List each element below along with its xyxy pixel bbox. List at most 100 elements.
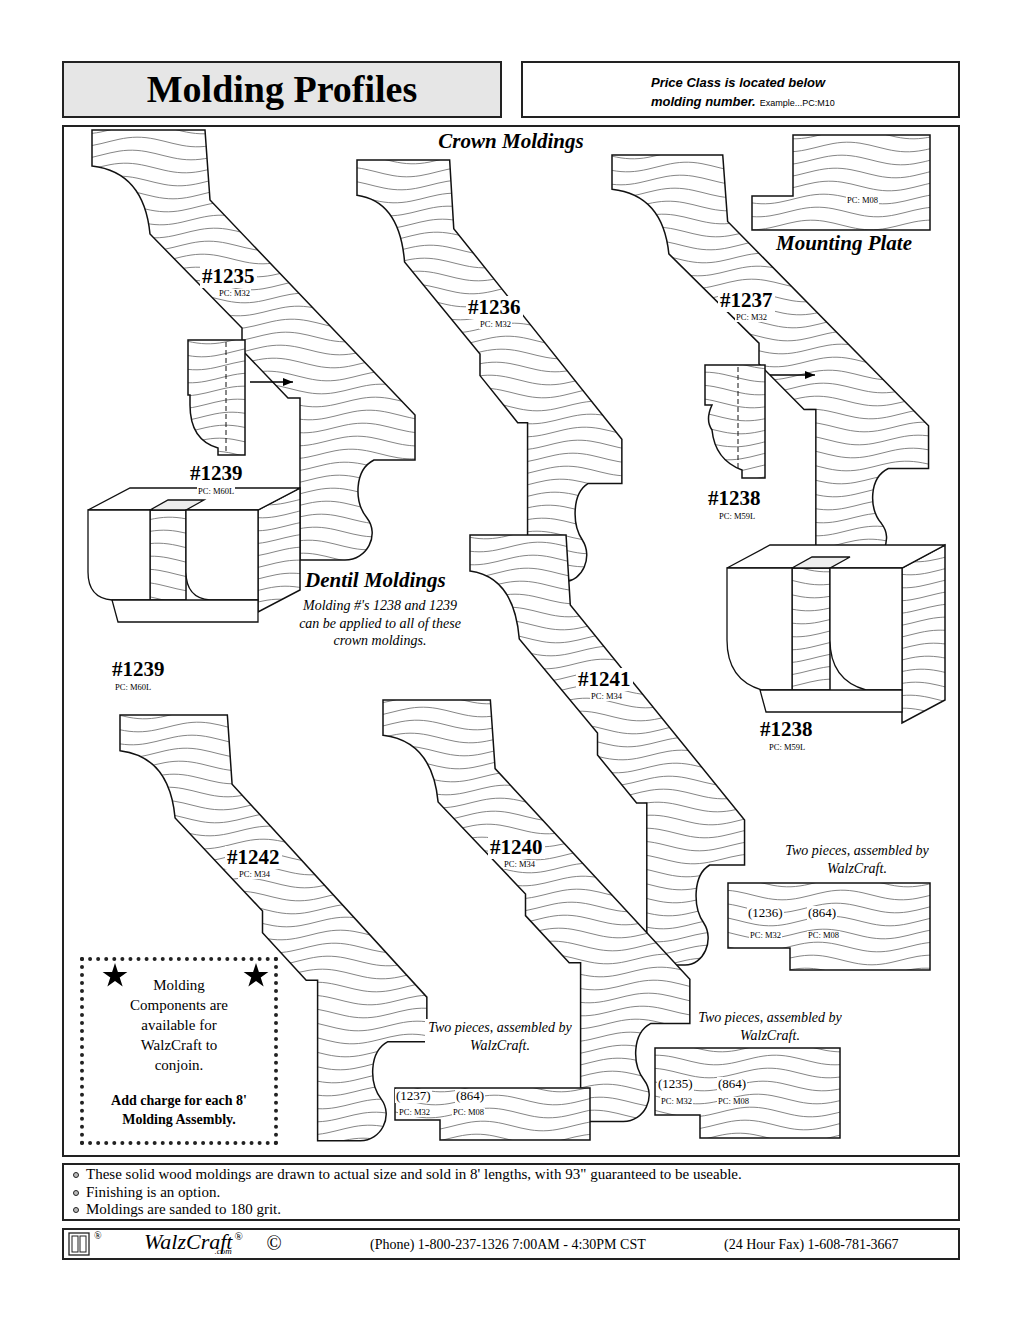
- footer-bar: ®WalzCraft®.com©(Phone) 1-800-237-1326 7…: [62, 1228, 960, 1260]
- profile-outline: [728, 883, 930, 970]
- dashed-line: [226, 342, 227, 453]
- grain-line: [374, 785, 698, 795]
- profile-fill: [395, 1088, 590, 1140]
- grain-line: [83, 306, 416, 316]
- grain-line: [696, 440, 768, 447]
- annotation: Molding #'s 1238 and 1239 can be applied…: [297, 597, 463, 650]
- profile-fill: [120, 715, 427, 1141]
- grain-line: [743, 142, 932, 152]
- profile-outline: [383, 700, 690, 1121]
- grain-line: [374, 798, 698, 808]
- slot-top: [792, 557, 850, 568]
- grain-line: [696, 412, 768, 421]
- grain-line: [111, 813, 435, 823]
- note-line: Moldings are sanded to 180 grit.: [86, 1201, 950, 1219]
- grain-line: [374, 876, 698, 886]
- grain-line: [719, 890, 935, 900]
- grain-line: [83, 150, 416, 160]
- grain-line: [348, 453, 627, 463]
- grain-line: [374, 980, 698, 990]
- grain-line: [374, 759, 698, 769]
- grain-line: [374, 720, 698, 730]
- grain-line: [83, 332, 416, 342]
- registered-mark: ®: [234, 1230, 242, 1242]
- price-class: PC: M32: [749, 931, 782, 940]
- grain-line: [83, 423, 416, 433]
- molding-number: #1240: [488, 836, 545, 859]
- grain-line: [83, 475, 416, 485]
- page-title: Molding Profiles: [147, 69, 418, 111]
- profile-outline: [395, 1088, 590, 1140]
- grain-line: [603, 279, 936, 289]
- grain-line: [179, 425, 251, 434]
- grain-line: [696, 372, 768, 382]
- grain-line: [348, 362, 627, 372]
- wood-grain: [111, 696, 435, 1148]
- dashed-line: [738, 367, 739, 468]
- grain-line: [461, 750, 749, 760]
- grain-line: [603, 266, 936, 276]
- grain-line: [461, 633, 749, 643]
- profile-outline: [120, 715, 427, 1141]
- price-class: PC: M08: [807, 931, 840, 940]
- profile-outline: [792, 568, 830, 690]
- grain-line: [348, 336, 627, 346]
- grain-line: [603, 344, 936, 354]
- molding-number: #1236: [466, 296, 523, 319]
- grain-line: [374, 1006, 698, 1016]
- star-symbol: [103, 963, 128, 987]
- dentil-profile: [179, 324, 251, 458]
- grain-line: [348, 167, 627, 177]
- grain-line: [374, 941, 698, 951]
- crown-profile: [111, 696, 435, 1148]
- wood-grain: [646, 1029, 844, 1156]
- grain-line: [893, 530, 947, 536]
- grain-line: [83, 397, 416, 407]
- grain-line: [348, 284, 627, 294]
- grain-line: [374, 733, 698, 743]
- grain-line: [603, 409, 936, 419]
- panel-heading: Crown Moldings: [438, 129, 583, 154]
- grain-line: [743, 207, 932, 217]
- dentil-face: [88, 510, 150, 600]
- price-class: PC: M34: [590, 692, 623, 701]
- grain-line: [461, 529, 749, 539]
- crown-profile: [348, 141, 627, 593]
- wood-grain: [179, 324, 251, 458]
- grain-line: [719, 955, 935, 965]
- profile-outline: [150, 510, 186, 600]
- grain-line: [743, 168, 932, 178]
- grain-line: [696, 346, 768, 355]
- grain-line: [348, 466, 627, 476]
- grain-line: [83, 410, 416, 420]
- note-line: Finishing is an option.: [86, 1184, 950, 1202]
- bullet: [73, 1190, 79, 1196]
- grain-line: [111, 1073, 435, 1083]
- grain-line: [374, 954, 698, 964]
- molding-number: #1235: [200, 265, 257, 288]
- price-class: PC: M32: [218, 289, 251, 298]
- grain-line: [696, 398, 768, 408]
- price-class: PC: M32: [398, 1108, 431, 1117]
- grain-line: [646, 1146, 844, 1156]
- drawing-panel: Crown MoldingsMolding Components are ava…: [62, 125, 960, 1157]
- grain-line: [83, 384, 416, 394]
- profile-fill: [705, 365, 765, 478]
- phone-line: (Phone) 1-800-237-1326 7:00AM - 4:30PM C…: [370, 1237, 646, 1252]
- grain-line: [719, 877, 935, 887]
- logo-icon: [80, 1236, 86, 1252]
- dentil-face: [727, 568, 792, 690]
- grain-line: [348, 349, 627, 359]
- block-top: [88, 488, 300, 510]
- profile-outline: [188, 340, 245, 455]
- molding-number: #1241: [576, 668, 633, 691]
- grain-line: [374, 1058, 698, 1068]
- grain-line: [348, 505, 627, 515]
- component-number: (1237): [395, 1089, 432, 1103]
- grain-line: [461, 724, 749, 734]
- assembly-charge: Add charge for each 8' Molding Assembly.: [91, 1091, 267, 1129]
- wood-grain: [743, 116, 932, 243]
- grain-line: [696, 385, 768, 395]
- grain-line: [603, 448, 936, 458]
- grain-line: [83, 228, 416, 238]
